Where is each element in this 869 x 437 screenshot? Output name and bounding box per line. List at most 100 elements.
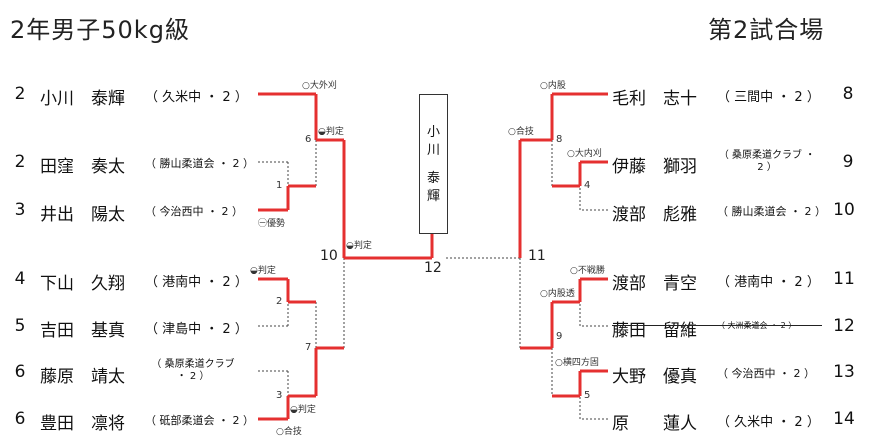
result-mark: ○内股 [540,81,566,91]
champion-char: 輝 [426,189,440,204]
seed-number: 2 [14,152,26,172]
result-mark: ○大内刈 [567,149,602,159]
seed-number: 8 [842,84,854,104]
school-paren: （ 久米中 ・ 2 ） [145,90,248,105]
grade: 2 [222,322,231,337]
match-number: 12 [424,260,442,276]
school-name: 桑原柔道クラブ [164,359,235,370]
grade: 2 [222,275,231,290]
school-paren: （ 桑原柔道クラブ ・ 2 ） [151,359,235,382]
match-number: 9 [556,331,563,342]
player-name: 小川 泰輝 [40,89,125,109]
grade: 2 [757,162,764,173]
seed-number: 2 [14,84,26,104]
grade: 2 [794,275,803,290]
player-name: 伊藤 獅羽 [612,157,697,177]
match-number: 7 [305,342,312,353]
match-number: 2 [276,296,283,307]
result-mark: ◒判定 [346,241,372,251]
result-mark: ○不戦勝 [570,266,605,276]
school-name: 津島中 [162,322,202,337]
grade: 2 [232,157,240,170]
seed-number: 9 [842,152,854,172]
school-name: 今治西中 [731,367,776,380]
school-paren: （ 津島中 ・ 2 ） [145,322,248,337]
venue-title: 第2試合場 [708,16,825,44]
grade: 2 [222,90,231,105]
champion-char: 川 [426,143,440,158]
player-name: 毛利 志十 [612,89,697,109]
player-name: 井出 陽太 [40,205,125,225]
tournament-title: 2年男子50kg級 [10,16,190,44]
school-paren: （ 桑原柔道クラブ ・ 2 ） [718,150,816,173]
player-name: 渡部 彪雅 [612,205,697,225]
grade: 2 [232,414,240,427]
match-number: 8 [556,134,563,145]
grade: 2 [794,90,803,105]
player-name: 原 蓮人 [612,414,697,434]
school-name: 砥部柔道会 [159,414,215,427]
grade: 2 [221,205,229,218]
result-mark: ◒判定 [250,266,276,276]
seed-number: 6 [14,409,26,429]
champion-box: 小 川 泰 輝 [419,94,448,234]
grade: 2 [189,371,197,382]
seed-number: 13 [833,362,855,382]
seed-number: 12 [833,316,855,336]
seed-number: 5 [14,316,26,336]
player-name: 藤田 留維 [612,321,697,341]
seed-number: 6 [14,362,26,382]
school-name: 三間中 [734,90,774,105]
match-number: 5 [584,390,591,401]
seed-number: 10 [833,200,855,220]
school-name: 勝山柔道会 [159,157,215,170]
school-paren: （ 三間中 ・ 2 ） [717,90,820,105]
grade: 2 [793,367,801,380]
result-mark: ○大外刈 [302,81,337,91]
result-mark: ○横四方固 [555,358,599,368]
school-paren: （ 勝山柔道会 ・ 2 ） [145,157,254,170]
match-number: 6 [305,134,312,145]
champion-char: 泰 [426,171,440,186]
seed-number: 11 [833,269,855,289]
school-name: 今治西中 [159,205,204,218]
player-name: 豊田 凛将 [40,414,125,434]
seed-number: 4 [14,269,26,289]
result-mark: ○合技 [508,127,534,137]
school-name: 港南中 [162,275,202,290]
school-paren: （ 港南中 ・ 2 ） [145,275,248,290]
match-number: 10 [320,248,338,264]
player-name: 渡部 青空 [612,274,697,294]
school-paren: （ 久米中 ・ 2 ） [717,415,820,430]
school-paren: （ 勝山柔道会 ・ 2 ） [717,205,826,218]
result-mark: ◒判定 [290,405,316,415]
school-name: 久米中 [162,90,202,105]
champion-char: 小 [426,125,440,140]
match-number: 4 [584,180,591,191]
result-mark: ◒判定 [318,127,344,137]
seed-number: 14 [833,409,855,429]
result-mark: ○内股透 [540,289,575,299]
result-mark: ㊀優勢 [258,219,286,229]
seed-number: 3 [14,200,26,220]
school-paren: （ 港南中 ・ 2 ） [717,275,820,290]
grade: 2 [794,415,803,430]
school-name: 久米中 [734,415,774,430]
grade: 2 [804,205,812,218]
player-name: 藤原 靖太 [40,367,125,387]
player-name: 大野 優真 [612,367,697,387]
player-name: 吉田 基真 [40,321,125,341]
match-number: 3 [276,390,283,401]
school-name: 桑原柔道クラブ [732,150,802,161]
result-mark: ○合技 [276,427,302,437]
school-name: 港南中 [734,275,774,290]
match-number: 1 [276,180,283,191]
school-name: 勝山柔道会 [731,205,787,218]
school-paren: （ 今治西中 ・ 2 ） [717,367,815,380]
school-paren: （ 今治西中 ・ 2 ） [145,205,243,218]
school-paren: （ 砥部柔道会 ・ 2 ） [145,414,254,427]
player-name: 下山 久翔 [40,274,125,294]
withdrawn-strike-line [612,325,822,326]
match-number: 11 [528,248,546,264]
